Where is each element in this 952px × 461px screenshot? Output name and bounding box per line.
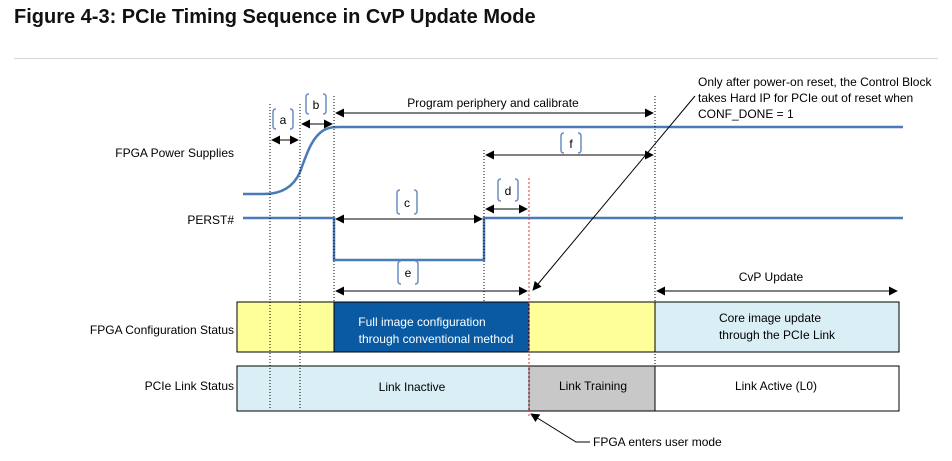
power-supplies-label: FPGA Power Supplies xyxy=(115,146,234,160)
interval-e-label: e xyxy=(405,266,412,280)
interval-f-label: f xyxy=(569,137,573,151)
config-full-image-block xyxy=(333,301,530,353)
link-inactive-text: Link Inactive xyxy=(379,380,446,394)
interval-c-label: c xyxy=(404,196,410,210)
full-image-text-2: through conventional method xyxy=(359,332,514,346)
control-block-note-line-1: Only after power-on reset, the Control B… xyxy=(698,75,932,89)
interval-a-label: a xyxy=(280,113,287,127)
config-core-update-block xyxy=(654,301,900,353)
config-yellow-block-2 xyxy=(528,301,656,353)
perst-label: PERST# xyxy=(187,213,234,227)
control-block-note-line-2: takes Hard IP for PCIe out of reset when xyxy=(698,91,913,105)
link-active-block xyxy=(654,365,900,412)
link-inactive-block xyxy=(236,365,530,412)
title-rule xyxy=(14,58,938,59)
full-image-text-1: Full image configuration xyxy=(358,315,485,329)
control-block-pointer xyxy=(532,95,696,291)
interval-d-label: d xyxy=(505,184,512,198)
link-status-label: PCIe Link Status xyxy=(145,379,234,393)
config-status-label: FPGA Configuration Status xyxy=(90,323,234,337)
perst-waveform xyxy=(243,216,903,262)
config-yellow-block-1 xyxy=(236,301,335,353)
interval-brackets xyxy=(272,93,582,285)
link-training-block xyxy=(528,365,656,412)
figure-title: Figure 4-3: PCIe Timing Sequence in CvP … xyxy=(14,6,536,28)
core-update-text-1: Core image update xyxy=(719,311,821,325)
link-training-text: Link Training xyxy=(559,379,627,393)
core-update-text-2: through the PCIe Link xyxy=(719,328,836,342)
user-mode-pointer xyxy=(530,413,590,443)
time-guide-lines xyxy=(269,96,656,410)
program-periphery-label: Program periphery and calibrate xyxy=(407,96,579,110)
cvp-update-label: CvP Update xyxy=(739,270,804,284)
user-mode-note: FPGA enters user mode xyxy=(593,435,722,449)
interval-b-label: b xyxy=(313,98,320,112)
power-supplies-waveform xyxy=(243,125,903,196)
link-active-text: Link Active (L0) xyxy=(735,379,817,393)
control-block-note-line-3: CONF_DONE = 1 xyxy=(698,107,794,121)
